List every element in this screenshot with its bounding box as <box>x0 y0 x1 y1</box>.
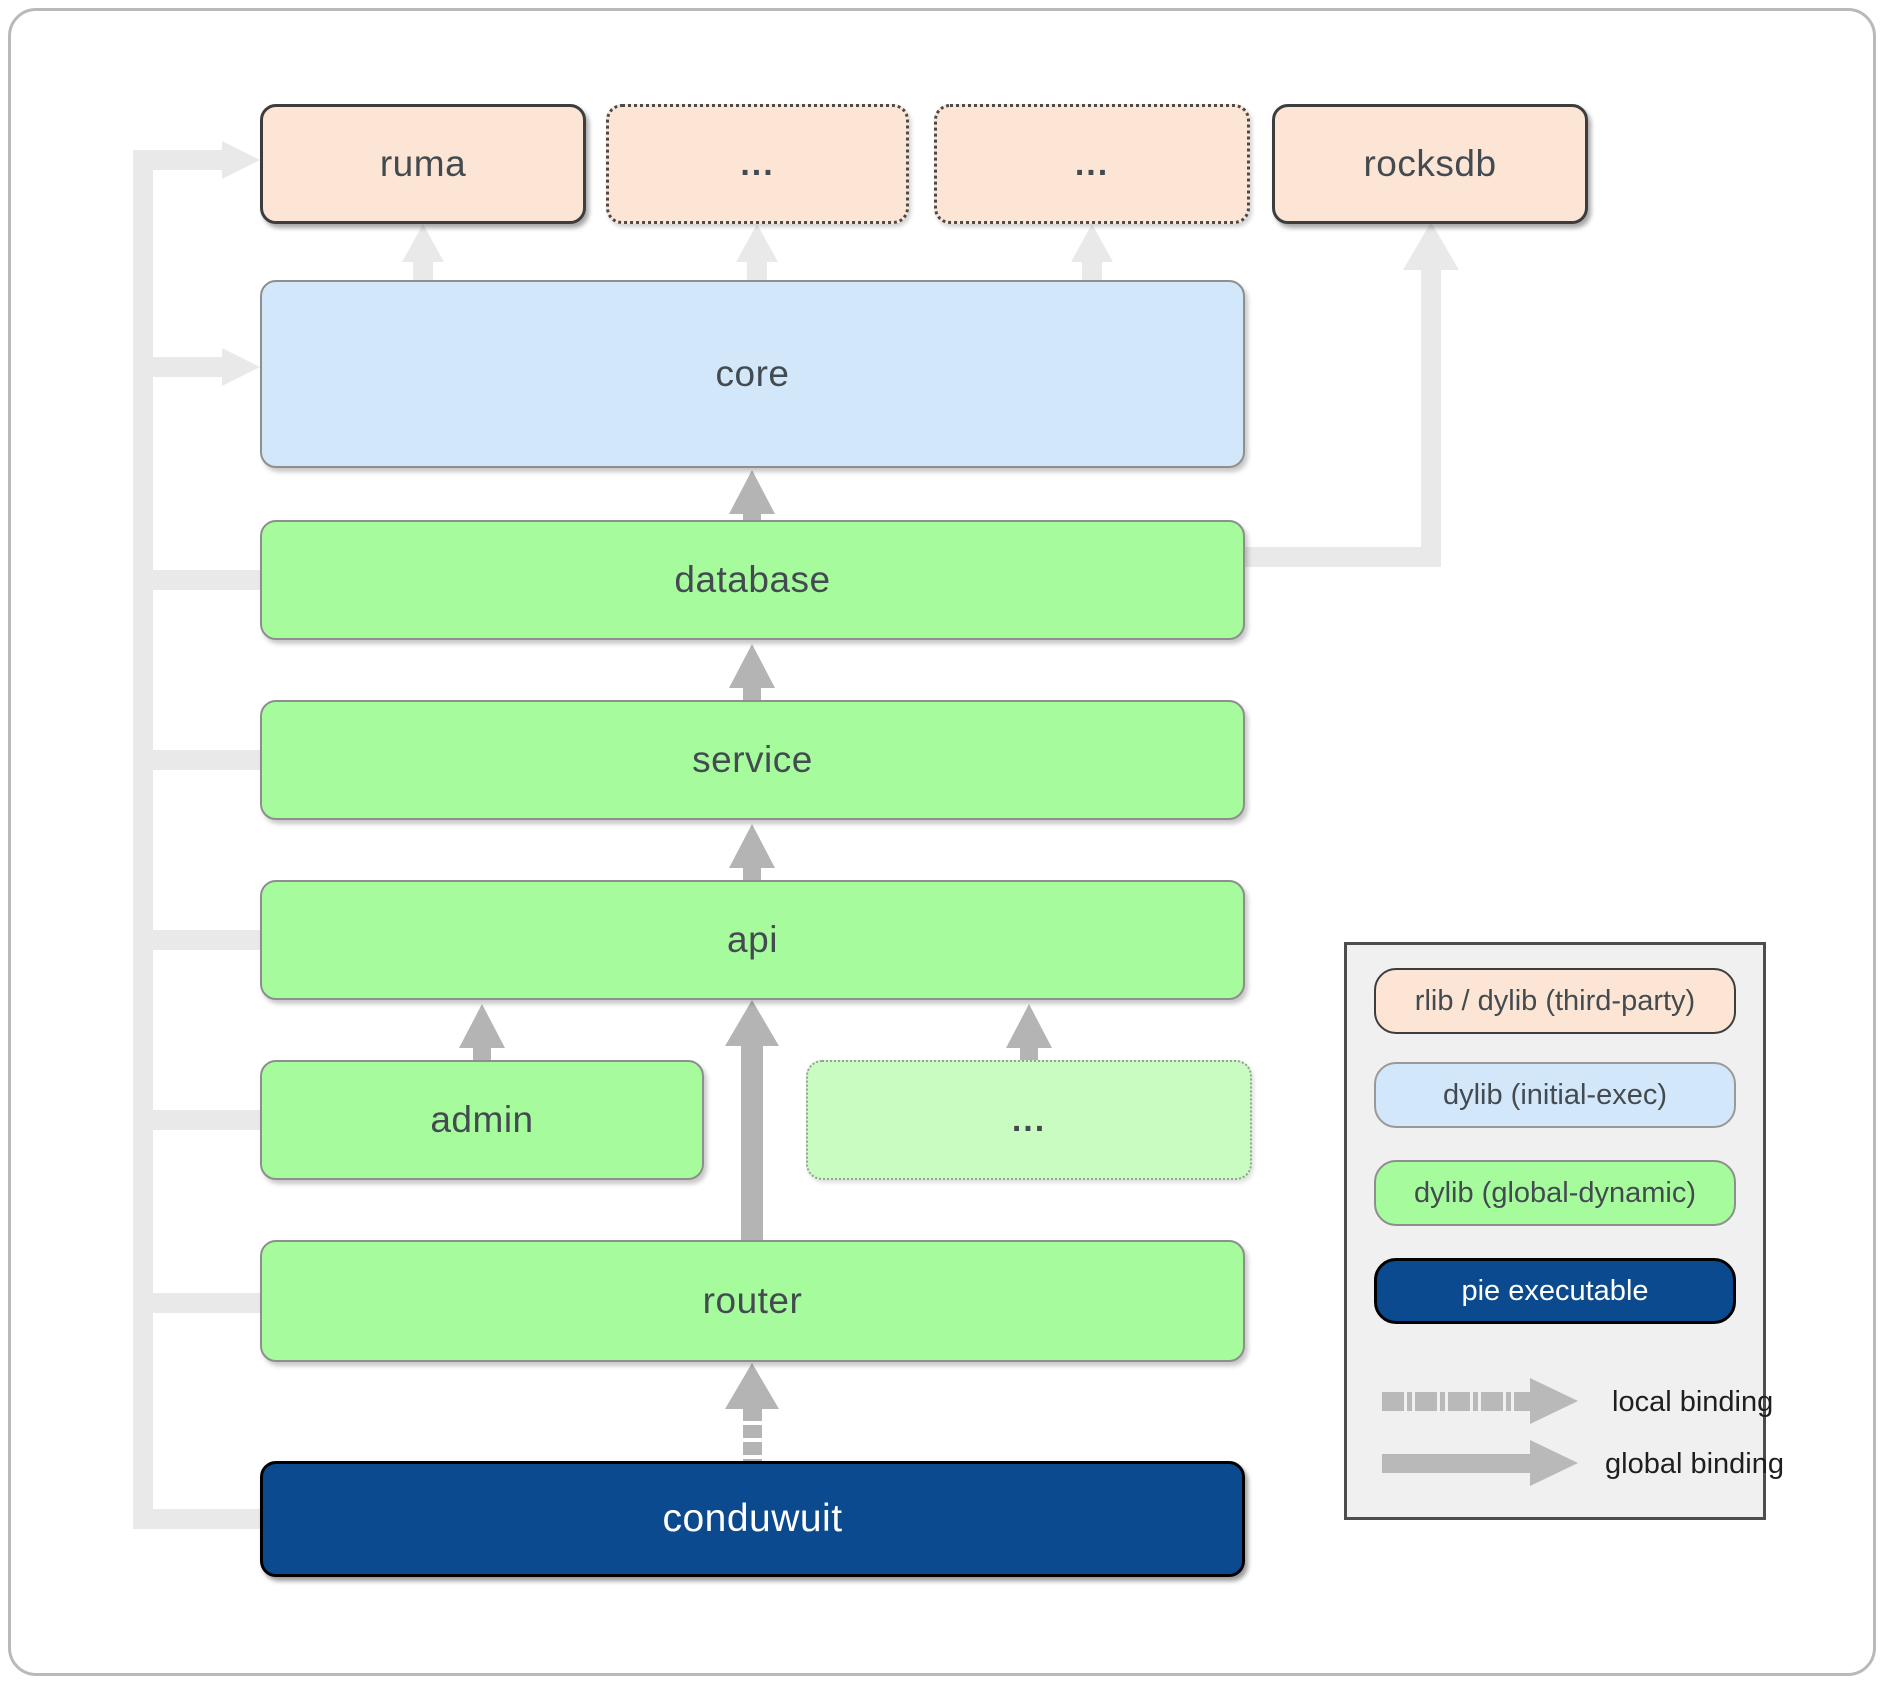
node-service-label: service <box>692 739 813 780</box>
legend-box-global-dynamic: dylib (global-dynamic) <box>1374 1160 1736 1226</box>
node-conduwuit-label: conduwuit <box>662 1497 843 1540</box>
legend-local-binding-label: local binding <box>1612 1386 1774 1418</box>
rail-branch-core <box>153 357 223 377</box>
edge-database-rocksdb-horizontal <box>1245 547 1441 567</box>
edge-admin-api-head <box>459 1004 505 1048</box>
node-ellipsis-third-party-1: ... <box>606 104 909 224</box>
rail-branch-router <box>153 1293 263 1313</box>
rail-branch-admin <box>153 1110 263 1130</box>
node-ellipsis-third-party-1-label: ... <box>740 144 775 183</box>
node-admin: admin <box>260 1060 704 1180</box>
edge-router-api-head <box>725 1000 779 1046</box>
edge-conduwuit-router-head <box>725 1363 779 1409</box>
legend-global-binding-arrow-shaft <box>1382 1454 1530 1473</box>
legend-box-initial-exec: dylib (initial-exec) <box>1374 1062 1736 1128</box>
node-database-label: database <box>674 559 831 600</box>
edge-database-rocksdb-vertical <box>1421 266 1441 567</box>
edge-core-ellipsis1-head <box>736 224 778 262</box>
node-api-label: api <box>727 919 778 960</box>
node-rocksdb-label: rocksdb <box>1363 143 1497 184</box>
rail-branch-conduwuit <box>133 1509 263 1529</box>
node-core-label: core <box>715 353 790 394</box>
node-ellipsis-global-dynamic: ... <box>806 1060 1252 1180</box>
node-ellipsis-global-dynamic-label: ... <box>1011 1100 1047 1139</box>
legend-local-binding-arrow-head <box>1530 1378 1578 1424</box>
node-database: database <box>260 520 1245 640</box>
node-admin-label: admin <box>430 1099 534 1140</box>
rail-arrowhead-core <box>222 348 260 386</box>
legend-box-pie-executable-label: pie executable <box>1461 1274 1649 1307</box>
node-core: core <box>260 280 1245 468</box>
edge-conduwuit-router-shaft <box>743 1408 762 1461</box>
node-service: service <box>260 700 1245 820</box>
rail-branch-api <box>153 930 263 950</box>
node-ruma: ruma <box>260 104 586 224</box>
legend-global-binding-label: global binding <box>1605 1448 1784 1480</box>
legend-box-third-party-label: rlib / dylib (third-party) <box>1414 984 1696 1017</box>
node-api: api <box>260 880 1245 1000</box>
node-router-label: router <box>702 1280 803 1321</box>
rail-branch-ruma <box>153 150 223 170</box>
node-ellipsis-third-party-2-label: ... <box>1074 144 1110 183</box>
rail-arrowhead-ruma <box>222 141 260 179</box>
node-rocksdb: rocksdb <box>1272 104 1588 224</box>
node-ellipsis-third-party-2: ... <box>934 104 1250 224</box>
node-ruma-label: ruma <box>379 143 467 184</box>
legend-global-binding-arrow-head <box>1530 1440 1578 1486</box>
edge-database-core-head <box>729 470 775 514</box>
edge-core-ruma-head <box>402 224 444 262</box>
legend-box-third-party: rlib / dylib (third-party) <box>1374 968 1736 1034</box>
edge-router-api-shaft <box>741 1044 763 1242</box>
edge-service-database-head <box>729 644 775 688</box>
node-router: router <box>260 1240 1245 1362</box>
edge-api-service-head <box>729 824 775 868</box>
legend-box-initial-exec-label: dylib (initial-exec) <box>1442 1078 1667 1111</box>
legend-box-pie-executable: pie executable <box>1374 1258 1736 1324</box>
edge-ellipsis-api-head <box>1006 1004 1052 1048</box>
legend-local-binding-arrow-shaft <box>1382 1392 1530 1411</box>
rail-branch-database <box>153 570 263 590</box>
node-conduwuit: conduwuit <box>260 1461 1245 1577</box>
legend-box-global-dynamic-label: dylib (global-dynamic) <box>1413 1176 1697 1209</box>
rail-branch-service <box>153 750 263 770</box>
edge-core-ellipsis2-head <box>1071 224 1113 262</box>
edge-database-rocksdb-head <box>1403 222 1459 270</box>
rail-vertical <box>133 150 153 1529</box>
